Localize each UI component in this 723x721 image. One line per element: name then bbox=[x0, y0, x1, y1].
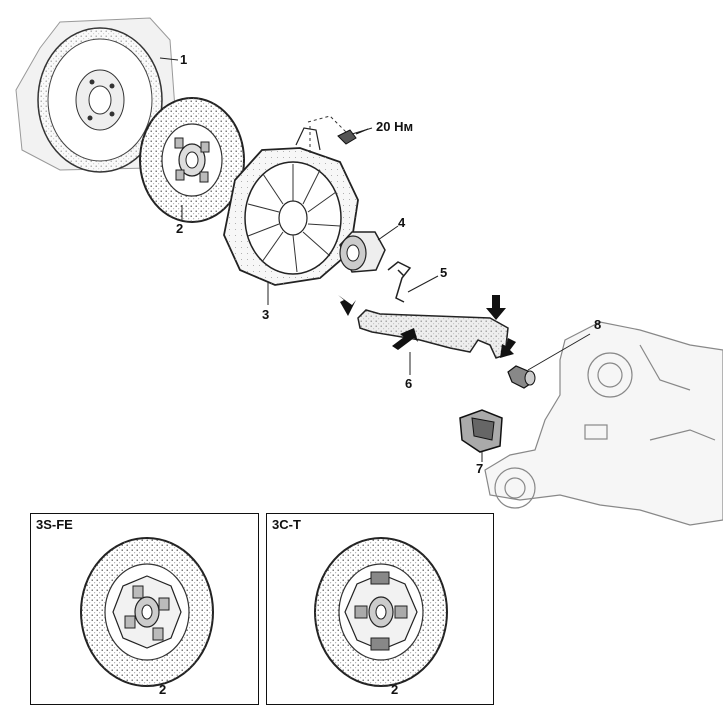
boot bbox=[459, 409, 503, 453]
clutch-disc bbox=[139, 97, 245, 223]
clip bbox=[387, 261, 412, 303]
leader-lines bbox=[159, 57, 591, 462]
arrow-marker bbox=[338, 295, 516, 358]
transmission-housing bbox=[484, 321, 723, 526]
torque-label: 20 Нм bbox=[376, 119, 414, 134]
panel-title: 3C-T bbox=[272, 517, 301, 532]
label-3: 3 bbox=[262, 307, 270, 322]
label-5: 5 bbox=[440, 265, 448, 280]
label-8: 8 bbox=[594, 317, 602, 332]
release-fork bbox=[357, 309, 509, 359]
release-bearing bbox=[339, 231, 386, 273]
label-4: 4 bbox=[398, 215, 406, 230]
pivot-stud bbox=[507, 365, 536, 389]
panel-3c-t: 3C-T 2 bbox=[266, 513, 494, 705]
panel-part-label: 2 bbox=[391, 682, 399, 697]
pressure-plate-cover bbox=[223, 127, 359, 286]
disc-variant-3c-t bbox=[314, 537, 448, 687]
panel-part-label: 2 bbox=[159, 682, 167, 697]
label-6: 6 bbox=[405, 376, 413, 391]
bolt bbox=[307, 115, 369, 155]
label-7: 7 bbox=[476, 461, 484, 476]
panel-title: 3S-FE bbox=[36, 517, 73, 532]
panel-3s-fe: 3S-FE 2 bbox=[30, 513, 259, 705]
label-1: 1 bbox=[180, 52, 188, 67]
label-2: 2 bbox=[176, 221, 184, 236]
flywheel bbox=[15, 17, 179, 173]
disc-variant-3s-fe bbox=[80, 537, 214, 687]
